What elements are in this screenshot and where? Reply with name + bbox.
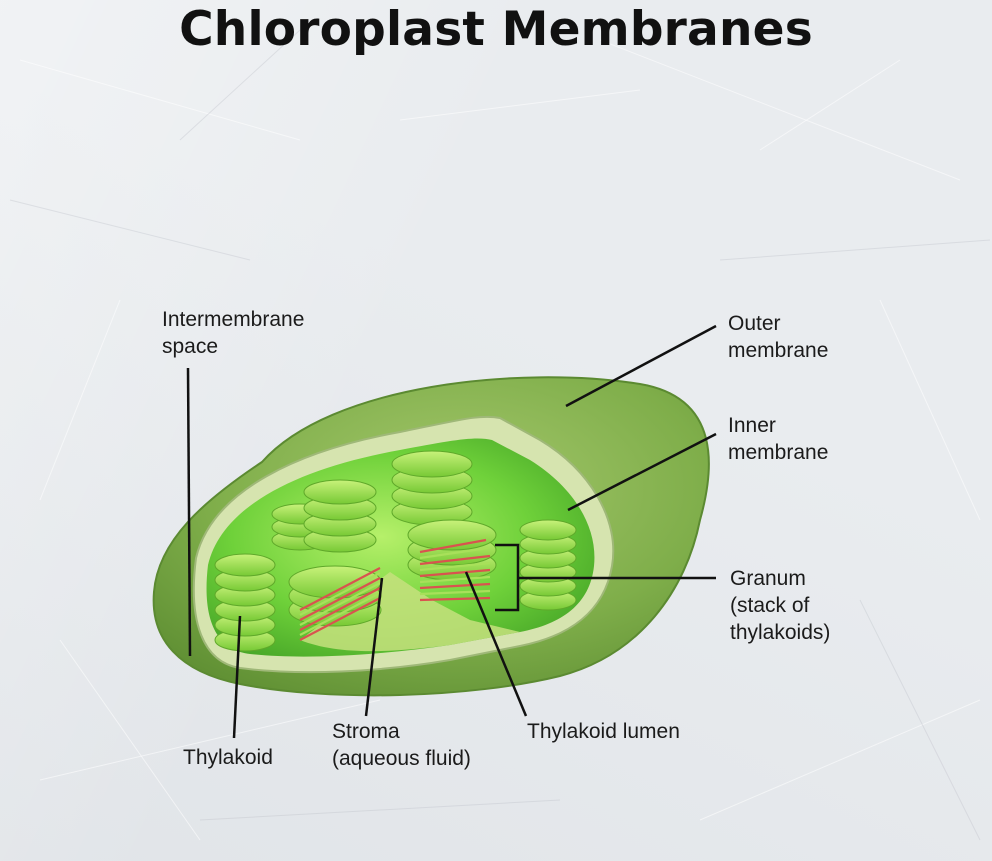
- granum-back-center: [304, 480, 376, 552]
- label-thylakoid: Thylakoid: [183, 744, 273, 771]
- label-thylakoid-line1: Thylakoid: [183, 744, 273, 771]
- granum-back-right: [392, 451, 472, 525]
- label-inner-membrane-line2: membrane: [728, 439, 828, 466]
- label-granum-line2: (stack of: [730, 592, 830, 619]
- label-stroma: Stroma (aqueous fluid): [332, 718, 471, 772]
- label-inner-membrane: Inner membrane: [728, 412, 828, 466]
- granum-left: [215, 554, 275, 651]
- label-granum: Granum (stack of thylakoids): [730, 565, 830, 646]
- label-outer-membrane-line2: membrane: [728, 337, 828, 364]
- label-stroma-line2: (aqueous fluid): [332, 745, 471, 772]
- label-thylakoid-lumen: Thylakoid lumen: [527, 718, 680, 745]
- label-outer-membrane-line1: Outer: [728, 310, 828, 337]
- label-thylakoid-lumen-line1: Thylakoid lumen: [527, 718, 680, 745]
- label-intermembrane-space-line1: Intermembrane: [162, 306, 304, 333]
- label-inner-membrane-line1: Inner: [728, 412, 828, 439]
- label-intermembrane-space-line2: space: [162, 333, 304, 360]
- label-granum-line3: thylakoids): [730, 619, 830, 646]
- granum-right: [520, 520, 576, 610]
- label-granum-line1: Granum: [730, 565, 830, 592]
- label-stroma-line1: Stroma: [332, 718, 471, 745]
- label-intermembrane-space: Intermembrane space: [162, 306, 304, 360]
- label-outer-membrane: Outer membrane: [728, 310, 828, 364]
